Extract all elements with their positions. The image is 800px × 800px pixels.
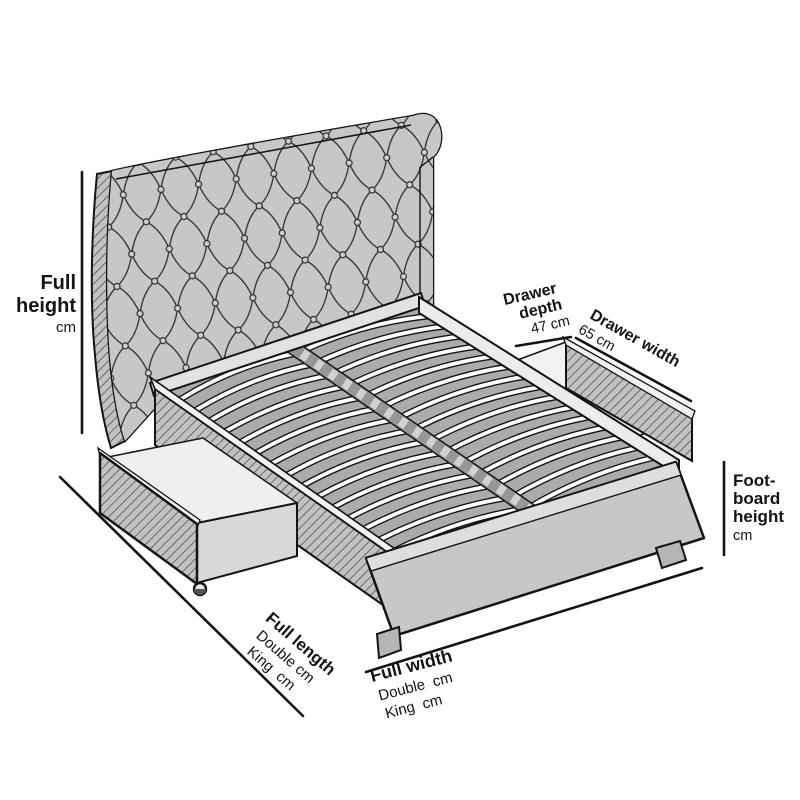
full-height-unit: cm [56, 319, 76, 336]
footboard-height-line3: height [733, 507, 784, 526]
left-drawer [96, 437, 299, 597]
dimension-lines [58, 170, 726, 718]
label-full-height: Full height cm [16, 272, 76, 336]
full-height-line2: height [16, 295, 76, 317]
footboard-height-unit: cm [733, 528, 752, 544]
slats-top [179, 314, 663, 554]
footboard-height-line2: board [733, 489, 780, 508]
footboard-foot-right [654, 539, 688, 570]
footboard-height-line1: Foot- [733, 471, 775, 490]
right-drawer-back-rim [561, 335, 696, 420]
footboard-rim [365, 461, 682, 572]
central-rail [280, 335, 539, 520]
label-footboard-height: Foot- board height cm [733, 471, 784, 544]
footboard-foot-left [375, 625, 403, 660]
headboard-tufting [107, 114, 442, 441]
full-height-line1: Full [40, 272, 76, 294]
dimension-line-full-length [58, 475, 305, 718]
headboard [90, 112, 443, 450]
left-drawer-caster [192, 581, 208, 597]
dimension-line-drawer-depth [514, 335, 573, 348]
label-full-length: Full length Double cm King cm [244, 608, 340, 694]
headboard-top-seam [115, 124, 412, 180]
headboard-right-fold [419, 156, 434, 313]
dimension-line-drawer-width [574, 336, 693, 403]
label-drawer-depth: Drawer depth 47 cm [502, 280, 572, 337]
dimension-line-full-width [364, 566, 704, 674]
